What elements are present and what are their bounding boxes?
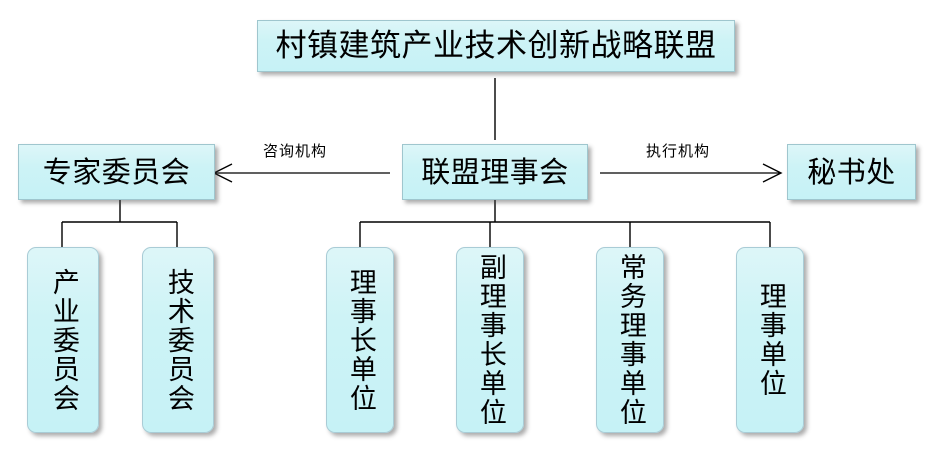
node-alliance-council[interactable]: 联盟理事会 bbox=[402, 144, 588, 200]
node-alliance-title-label: 村镇建筑产业技术创新战略联盟 bbox=[275, 27, 717, 64]
arrowhead-left-icon bbox=[212, 163, 233, 183]
node-chairman-unit[interactable]: 理事长单位 bbox=[326, 247, 394, 433]
node-expert-committee-label: 专家委员会 bbox=[42, 154, 191, 189]
node-expert-committee[interactable]: 专家委员会 bbox=[18, 144, 215, 200]
node-chairman-unit-label: 理事长单位 bbox=[344, 267, 376, 413]
edge-label-executive: 执行机构 bbox=[646, 142, 711, 160]
node-alliance-title[interactable]: 村镇建筑产业技术创新战略联盟 bbox=[257, 20, 735, 72]
node-director-unit-label: 理事单位 bbox=[754, 282, 786, 398]
node-industry-committee-label: 产业委员会 bbox=[47, 267, 79, 413]
node-standing-director-unit[interactable]: 常务理事单位 bbox=[596, 247, 664, 433]
node-alliance-council-label: 联盟理事会 bbox=[421, 154, 569, 189]
node-vice-chairman-unit[interactable]: 副理事长单位 bbox=[456, 247, 524, 433]
node-technical-committee-label: 技术委员会 bbox=[162, 267, 194, 413]
node-vice-chairman-unit-label: 副理事长单位 bbox=[474, 253, 506, 427]
node-secretariat-label: 秘书处 bbox=[807, 154, 896, 189]
arrowhead-right-icon bbox=[762, 163, 783, 183]
node-standing-director-unit-label: 常务理事单位 bbox=[614, 253, 646, 427]
node-industry-committee[interactable]: 产业委员会 bbox=[27, 247, 99, 433]
node-technical-committee[interactable]: 技术委员会 bbox=[142, 247, 214, 433]
node-secretariat[interactable]: 秘书处 bbox=[787, 144, 916, 200]
node-director-unit[interactable]: 理事单位 bbox=[736, 247, 804, 433]
edge-label-advisory: 咨询机构 bbox=[263, 142, 328, 160]
